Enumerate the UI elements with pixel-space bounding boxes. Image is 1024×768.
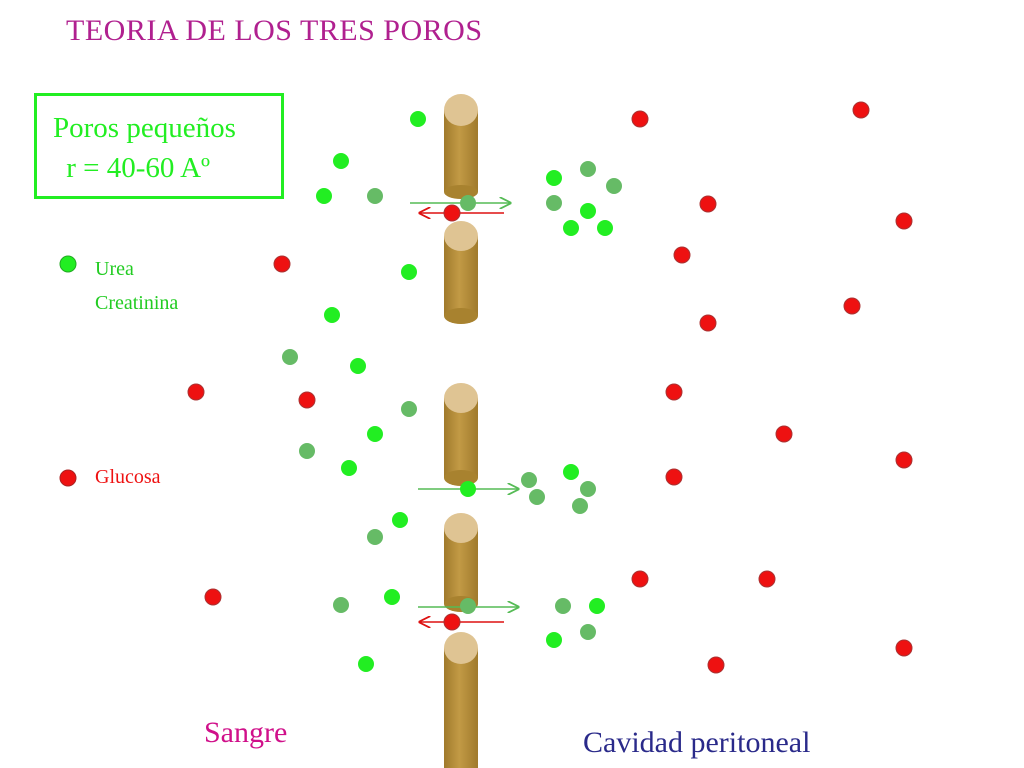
creatinine-molecule — [546, 195, 562, 211]
blood-side-label: Sangre — [204, 716, 288, 749]
creatinine-molecule — [580, 161, 596, 177]
creatinine-molecule — [367, 188, 383, 204]
urea-molecule — [358, 656, 374, 672]
creatinine-molecule — [580, 481, 596, 497]
legend-urea-dot — [59, 255, 77, 273]
urea-molecule — [333, 153, 349, 169]
urea-molecule — [401, 264, 417, 280]
glucose-molecule — [631, 570, 649, 588]
glucose-molecule — [852, 101, 870, 119]
creatinine-molecule — [460, 195, 476, 211]
glucose-molecule — [895, 451, 913, 469]
creatinine-molecule — [460, 598, 476, 614]
urea-molecule — [597, 220, 613, 236]
glucose-molecule — [895, 639, 913, 657]
legend-creatinina-label: Creatinina — [95, 292, 179, 314]
urea-molecule — [367, 426, 383, 442]
pore-type-label: Poros pequeños — [53, 112, 236, 144]
pore-size-box: Poros pequeños r = 40-60 Aº — [34, 93, 284, 199]
glucose-molecule — [707, 656, 725, 674]
urea-molecule — [350, 358, 366, 374]
urea-molecule — [316, 188, 332, 204]
urea-molecule — [589, 598, 605, 614]
urea-molecule — [410, 111, 426, 127]
creatinine-molecule — [299, 443, 315, 459]
glucose-molecule — [699, 314, 717, 332]
creatinine-molecule — [401, 401, 417, 417]
glucose-molecule — [631, 110, 649, 128]
legend-glucose-dot — [59, 469, 77, 487]
urea-molecule — [563, 464, 579, 480]
glucose-molecule — [843, 297, 861, 315]
glucose-molecule — [443, 204, 461, 222]
glucose-molecule — [665, 468, 683, 486]
pore-cylinder-2 — [444, 221, 478, 324]
pore-cylinder-1 — [444, 94, 478, 199]
urea-molecule — [563, 220, 579, 236]
creatinine-molecule — [529, 489, 545, 505]
membrane-pores — [444, 94, 478, 768]
urea-molecule — [580, 203, 596, 219]
peritoneal-cavity-label: Cavidad peritoneal — [583, 726, 811, 759]
urea-molecule — [392, 512, 408, 528]
legend-urea-label: Urea — [95, 258, 134, 280]
pore-cylinder-4 — [444, 513, 478, 612]
glucose-molecule — [673, 246, 691, 264]
glucose-molecule — [298, 391, 316, 409]
creatinine-molecule — [521, 472, 537, 488]
slide-title: TEORIA DE LOS TRES POROS — [66, 14, 483, 47]
glucose-molecule — [443, 613, 461, 631]
glucose-molecule — [204, 588, 222, 606]
urea-molecule — [384, 589, 400, 605]
creatinine-molecule — [367, 529, 383, 545]
glucose-molecule — [665, 383, 683, 401]
molecules — [59, 101, 913, 674]
glucose-molecule — [895, 212, 913, 230]
urea-molecule — [546, 632, 562, 648]
glucose-molecule — [699, 195, 717, 213]
urea-molecule — [546, 170, 562, 186]
pore-cylinder-3 — [444, 383, 478, 486]
glucose-molecule — [758, 570, 776, 588]
glucose-molecule — [775, 425, 793, 443]
creatinine-molecule — [606, 178, 622, 194]
glucose-molecule — [187, 383, 205, 401]
pore-cylinder-5 — [444, 632, 478, 768]
creatinine-molecule — [555, 598, 571, 614]
urea-molecule — [324, 307, 340, 323]
legend-glucosa-label: Glucosa — [95, 466, 161, 488]
creatinine-molecule — [333, 597, 349, 613]
urea-molecule — [460, 481, 476, 497]
glucose-molecule — [273, 255, 291, 273]
creatinine-molecule — [572, 498, 588, 514]
urea-molecule — [341, 460, 357, 476]
creatinine-molecule — [580, 624, 596, 640]
creatinine-molecule — [282, 349, 298, 365]
pore-radius-label: r = 40-60 Aº — [59, 152, 211, 184]
